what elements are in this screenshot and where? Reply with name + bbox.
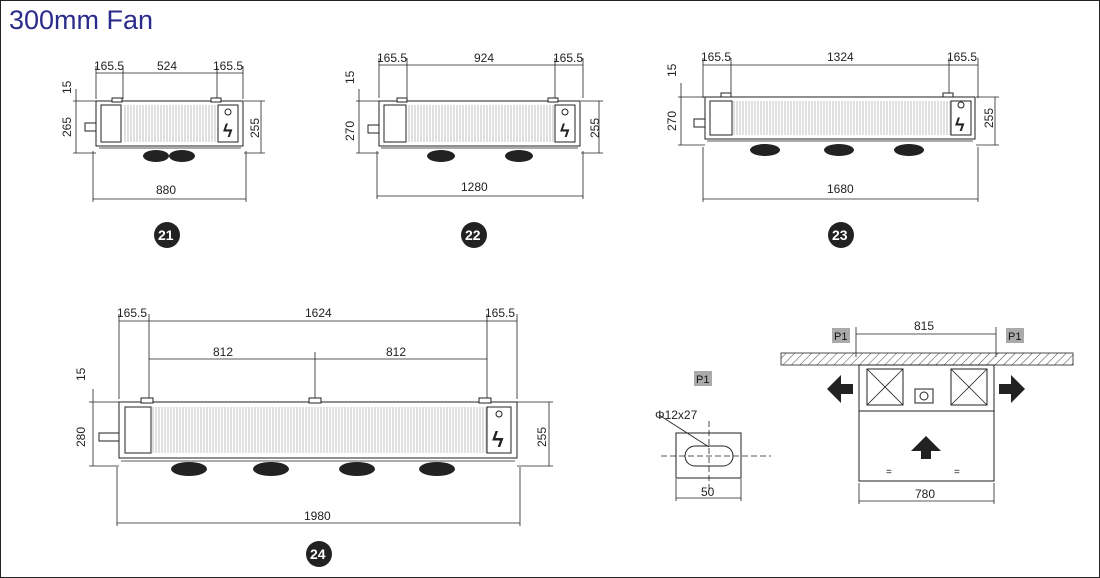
dim-center: 524 bbox=[157, 59, 177, 73]
arrow-up-icon bbox=[911, 436, 941, 459]
svg-text:23: 23 bbox=[832, 227, 848, 243]
electric-icon: ϟ bbox=[955, 115, 965, 135]
p1-label: P1 bbox=[694, 371, 712, 386]
mount-bottom-span: 780 bbox=[915, 487, 935, 501]
unit-badge: 23 bbox=[828, 222, 854, 248]
hole-detail: P1 Φ12x27 50 bbox=[655, 371, 771, 501]
dim-center: 1624 bbox=[305, 306, 332, 320]
unit-22: 165.5 924 165.5 ϟ 15 270 255 bbox=[343, 51, 603, 248]
dim-length: 1280 bbox=[461, 180, 488, 194]
svg-text:=: = bbox=[886, 467, 892, 478]
svg-text:22: 22 bbox=[465, 227, 481, 243]
dim-left-height: 265 bbox=[60, 117, 74, 137]
svg-text:P1: P1 bbox=[696, 374, 709, 386]
hole-size: Φ12x27 bbox=[655, 408, 698, 422]
dim-right-height: 255 bbox=[588, 118, 602, 138]
coil-fins bbox=[124, 105, 216, 142]
dim-top: 15 bbox=[74, 367, 88, 381]
dim-top: 15 bbox=[343, 70, 357, 84]
hole-width: 50 bbox=[701, 485, 715, 499]
dim-length: 1980 bbox=[304, 509, 331, 523]
dim-left-height: 280 bbox=[74, 427, 88, 447]
p1-label-left: P1 bbox=[832, 328, 850, 343]
dim-right: 165.5 bbox=[213, 59, 243, 73]
mount-detail: P1 P1 815 = bbox=[780, 319, 1074, 504]
svg-text:24: 24 bbox=[310, 546, 326, 562]
dim-length: 1680 bbox=[827, 182, 854, 196]
unit-badge: 22 bbox=[461, 222, 487, 248]
dim-left: 165.5 bbox=[377, 51, 407, 65]
p1-label-right: P1 bbox=[1006, 328, 1024, 343]
dim-right-height: 255 bbox=[982, 108, 996, 128]
dim-right: 165.5 bbox=[553, 51, 583, 65]
fan-row bbox=[427, 150, 533, 162]
fan-row bbox=[143, 150, 195, 162]
dim-mid-left: 812 bbox=[213, 345, 233, 359]
dim-left-height: 270 bbox=[343, 121, 357, 141]
dim-right: 165.5 bbox=[947, 50, 977, 64]
dim-left: 165.5 bbox=[117, 306, 147, 320]
svg-text:P1: P1 bbox=[834, 331, 847, 343]
dim-left: 165.5 bbox=[94, 59, 124, 73]
dim-top: 15 bbox=[665, 63, 679, 77]
indicator-icon bbox=[495, 410, 503, 418]
unit-24: 165.5 1624 165.5 812 812 ϟ bbox=[74, 306, 553, 567]
dim-mid-right: 812 bbox=[386, 345, 406, 359]
mount-top-span: 815 bbox=[914, 319, 934, 333]
electric-icon: ϟ bbox=[560, 121, 570, 141]
arrow-right-icon bbox=[1011, 375, 1025, 403]
dim-top: 15 bbox=[60, 80, 74, 94]
dim-right-height: 255 bbox=[248, 118, 262, 138]
electric-icon: ϟ bbox=[223, 121, 233, 141]
dim-left-height: 270 bbox=[665, 111, 679, 131]
coil-fins bbox=[733, 101, 951, 135]
indicator-icon bbox=[957, 101, 965, 109]
unit-21: 165.5 524 165.5 ϟ 15 265 bbox=[60, 59, 265, 248]
unit-23: 165.5 1324 165.5 ϟ 15 270 bbox=[665, 50, 999, 248]
unit-badge: 21 bbox=[154, 222, 180, 248]
fan-row bbox=[750, 144, 924, 156]
indicator-icon bbox=[561, 108, 569, 116]
svg-text:21: 21 bbox=[158, 227, 174, 243]
fan-row bbox=[171, 462, 455, 476]
dim-center: 1324 bbox=[827, 50, 854, 64]
dim-right: 165.5 bbox=[485, 306, 515, 320]
svg-text:=: = bbox=[954, 467, 960, 478]
unit-badge: 24 bbox=[306, 541, 332, 567]
dim-right-height: 255 bbox=[535, 427, 549, 447]
electric-icon: ϟ bbox=[492, 427, 504, 452]
coil-fins bbox=[152, 407, 487, 453]
svg-text:P1: P1 bbox=[1008, 331, 1021, 343]
dim-length: 880 bbox=[156, 183, 176, 197]
arrow-left-icon bbox=[827, 375, 841, 403]
coil-fins bbox=[408, 105, 554, 142]
indicator-icon bbox=[224, 108, 232, 116]
dim-center: 924 bbox=[474, 51, 494, 65]
page-title: 300mm Fan bbox=[9, 5, 154, 35]
dim-left: 165.5 bbox=[701, 50, 731, 64]
